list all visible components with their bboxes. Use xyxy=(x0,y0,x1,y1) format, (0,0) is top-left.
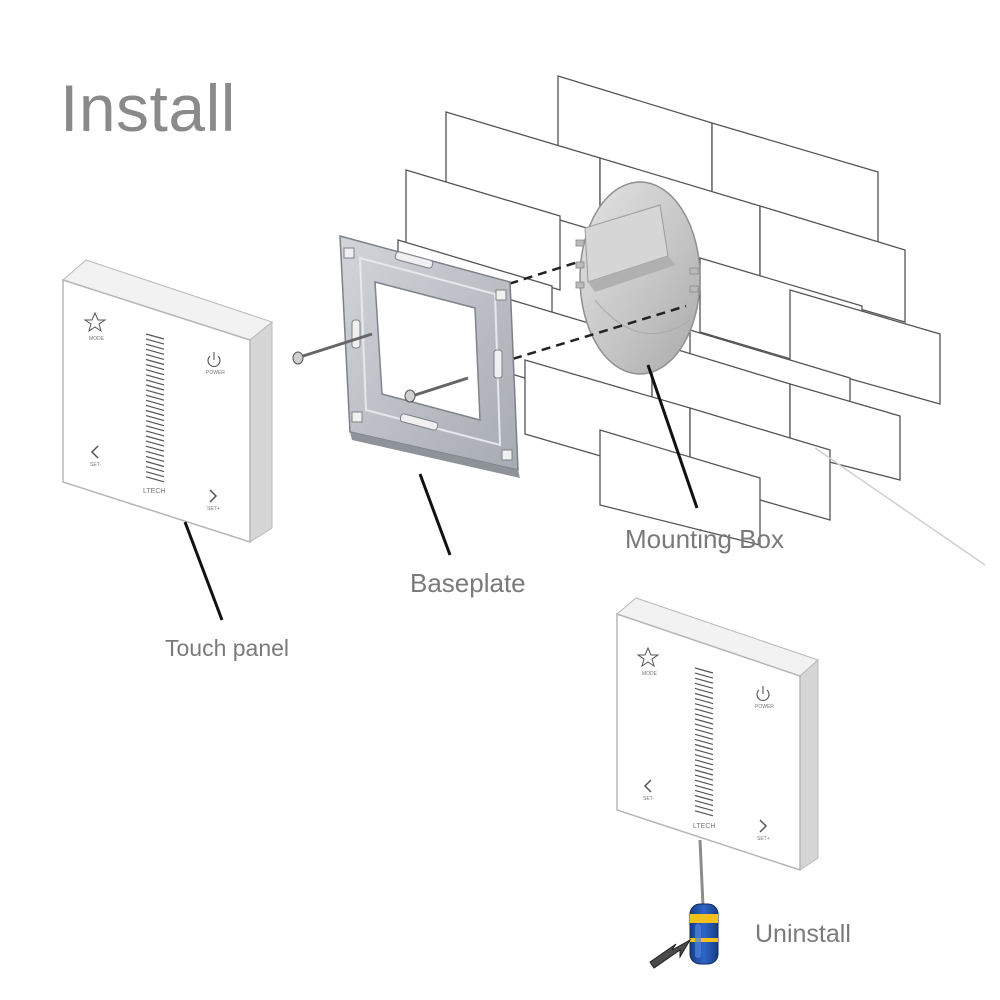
slider-tick xyxy=(145,404,165,411)
slider-tick xyxy=(145,460,165,468)
slider-tick xyxy=(145,420,165,427)
slider-tick xyxy=(694,805,714,812)
slider-tick xyxy=(694,733,714,740)
slider-tick xyxy=(694,687,714,694)
slider-tick xyxy=(145,425,165,432)
mode-label: MODE xyxy=(642,671,658,677)
baseplate-label: Baseplate xyxy=(410,568,526,598)
baseplate xyxy=(339,235,520,478)
baseplate-leader xyxy=(418,473,452,556)
slider-tick xyxy=(145,430,165,437)
power-label: POWER xyxy=(755,704,774,710)
slider-tick xyxy=(145,450,165,457)
slider-tick xyxy=(694,672,714,679)
slider-tick xyxy=(145,369,165,376)
screw-lower xyxy=(404,376,469,403)
mode-label: MODE xyxy=(89,336,105,342)
power-label: POWER xyxy=(206,370,225,376)
slider-tick xyxy=(145,374,165,381)
screwdriver xyxy=(689,839,719,965)
touch-panel: MODE POWER SET- SET+ LTECH xyxy=(62,259,274,544)
slider-tick xyxy=(694,754,714,761)
slider-tick xyxy=(694,708,714,715)
brightness-slider xyxy=(145,333,165,483)
slider-tick xyxy=(694,682,714,689)
power-icon xyxy=(207,352,221,367)
slider-tick xyxy=(145,455,165,462)
slider-tick xyxy=(694,789,714,796)
chevron-left-icon xyxy=(643,779,652,793)
slider-tick xyxy=(694,794,714,802)
slider-tick xyxy=(694,779,714,786)
slider-tick xyxy=(145,348,165,355)
slider-tick xyxy=(694,692,714,700)
chevron-right-icon xyxy=(759,819,768,833)
slider-tick xyxy=(694,743,714,751)
brand-label: LTECH xyxy=(143,488,165,495)
brand-label: LTECH xyxy=(693,823,715,830)
pull-arrow-icon xyxy=(649,938,692,969)
slider-tick xyxy=(145,440,165,447)
slider-tick xyxy=(694,784,714,791)
slider-tick xyxy=(145,364,165,371)
slider-tick xyxy=(145,379,165,386)
right-label: SET+ xyxy=(207,506,220,512)
slider-tick xyxy=(145,476,165,483)
slider-tick xyxy=(694,810,714,817)
slider-tick xyxy=(145,333,165,340)
slider-tick xyxy=(145,399,165,406)
slider-tick xyxy=(145,471,165,478)
chevron-left-icon xyxy=(90,445,99,459)
slider-tick xyxy=(694,677,714,684)
power-icon xyxy=(756,686,770,701)
slider-tick xyxy=(694,667,714,674)
slider-tick xyxy=(694,749,714,756)
chevron-right-icon xyxy=(209,489,218,503)
slider-tick xyxy=(694,703,714,710)
slider-tick xyxy=(694,713,714,720)
right-label: SET+ xyxy=(757,836,770,842)
slider-tick xyxy=(145,409,165,417)
slider-tick xyxy=(145,358,165,366)
slider-tick xyxy=(145,466,165,473)
left-label: SET- xyxy=(90,462,101,468)
slider-tick xyxy=(694,800,714,807)
page-title: Install xyxy=(60,71,236,145)
slider-tick xyxy=(694,769,714,776)
slider-tick xyxy=(145,394,165,401)
mounting-box xyxy=(575,181,701,375)
wire-line xyxy=(814,447,986,566)
touch-panel-label: Touch panel xyxy=(165,635,290,661)
mounting-box-leader xyxy=(646,364,699,509)
touch-panel-uninstall: MODE POWER SET- SET+ LTECH xyxy=(615,597,819,872)
mode-star-icon xyxy=(83,311,107,333)
slider-tick xyxy=(145,384,165,391)
slider-tick xyxy=(145,435,165,442)
slider-tick xyxy=(694,774,714,781)
slider-tick xyxy=(145,343,165,350)
uninstall-label: Uninstall xyxy=(755,920,851,948)
slider-tick xyxy=(694,738,714,745)
slider-tick xyxy=(694,728,714,735)
left-label: SET- xyxy=(643,796,654,802)
slider-tick xyxy=(145,445,165,452)
slider-tick xyxy=(145,338,165,345)
slider-tick xyxy=(145,389,165,396)
slider-tick xyxy=(694,718,714,725)
screw-upper xyxy=(292,332,373,365)
mode-star-icon xyxy=(636,646,660,668)
mounting-box-label: Mounting Box xyxy=(625,524,784,554)
slider-tick xyxy=(694,764,714,771)
slider-tick xyxy=(145,353,165,360)
slider-tick xyxy=(694,723,714,730)
slider-tick xyxy=(694,698,714,705)
touch-panel-leader xyxy=(183,521,224,621)
slider-tick xyxy=(145,415,165,422)
brightness-slider xyxy=(694,667,714,817)
slider-tick xyxy=(694,759,714,766)
